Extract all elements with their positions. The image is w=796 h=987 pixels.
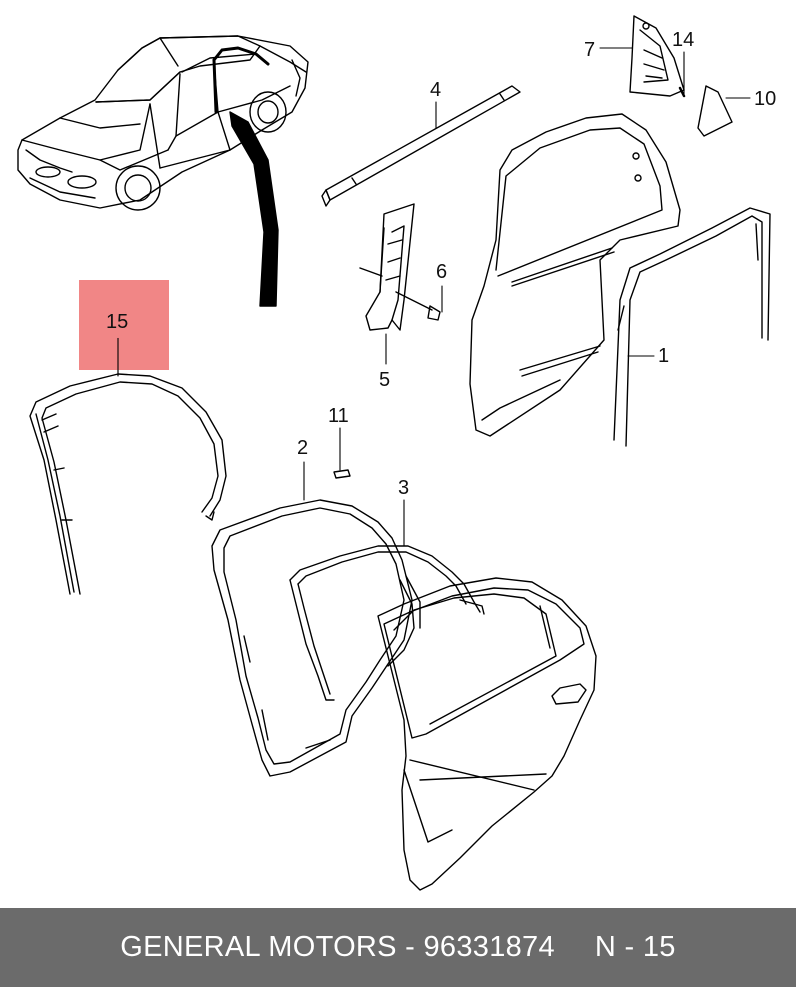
callout-2: 2 [297, 437, 308, 459]
part-7-corner-bracket [629, 15, 686, 98]
callout-7: 7 [584, 39, 595, 61]
callout-1: 1 [658, 345, 669, 367]
part-5-sash-cover [359, 203, 415, 331]
callout-15: 15 [106, 311, 128, 333]
callout-5: 5 [379, 369, 390, 391]
callout-6: 6 [436, 261, 447, 283]
seal-pointer-strip [229, 111, 279, 307]
part-10-cover [697, 85, 733, 137]
callout-14: 14 [672, 29, 694, 51]
callout-10: 10 [754, 88, 776, 110]
part-11-clip [333, 469, 351, 479]
leader-lines [117, 47, 751, 547]
footer-bar: GENERAL MOTORS - 96331874 N - 15 [0, 908, 796, 987]
reference-text: N - 15 [594, 931, 676, 963]
part-6-screw [395, 291, 441, 321]
part-1-front-door-assembly [469, 113, 771, 447]
part-2-rear-door-seal [211, 499, 413, 777]
callout-4: 4 [430, 79, 441, 101]
callout-3: 3 [398, 477, 409, 499]
parts-diagram: 15 4 7 14 10 6 5 1 11 2 3 [17, 15, 776, 891]
highlight-box-part-15 [79, 280, 169, 370]
part-number-text: GENERAL MOTORS - 96331874 [120, 931, 555, 963]
callout-11: 11 [328, 405, 349, 427]
car-illustration [17, 35, 309, 211]
rear-door-illustration [377, 577, 597, 891]
part-15-door-seal [29, 373, 227, 595]
part-4-belt-molding [321, 85, 521, 207]
